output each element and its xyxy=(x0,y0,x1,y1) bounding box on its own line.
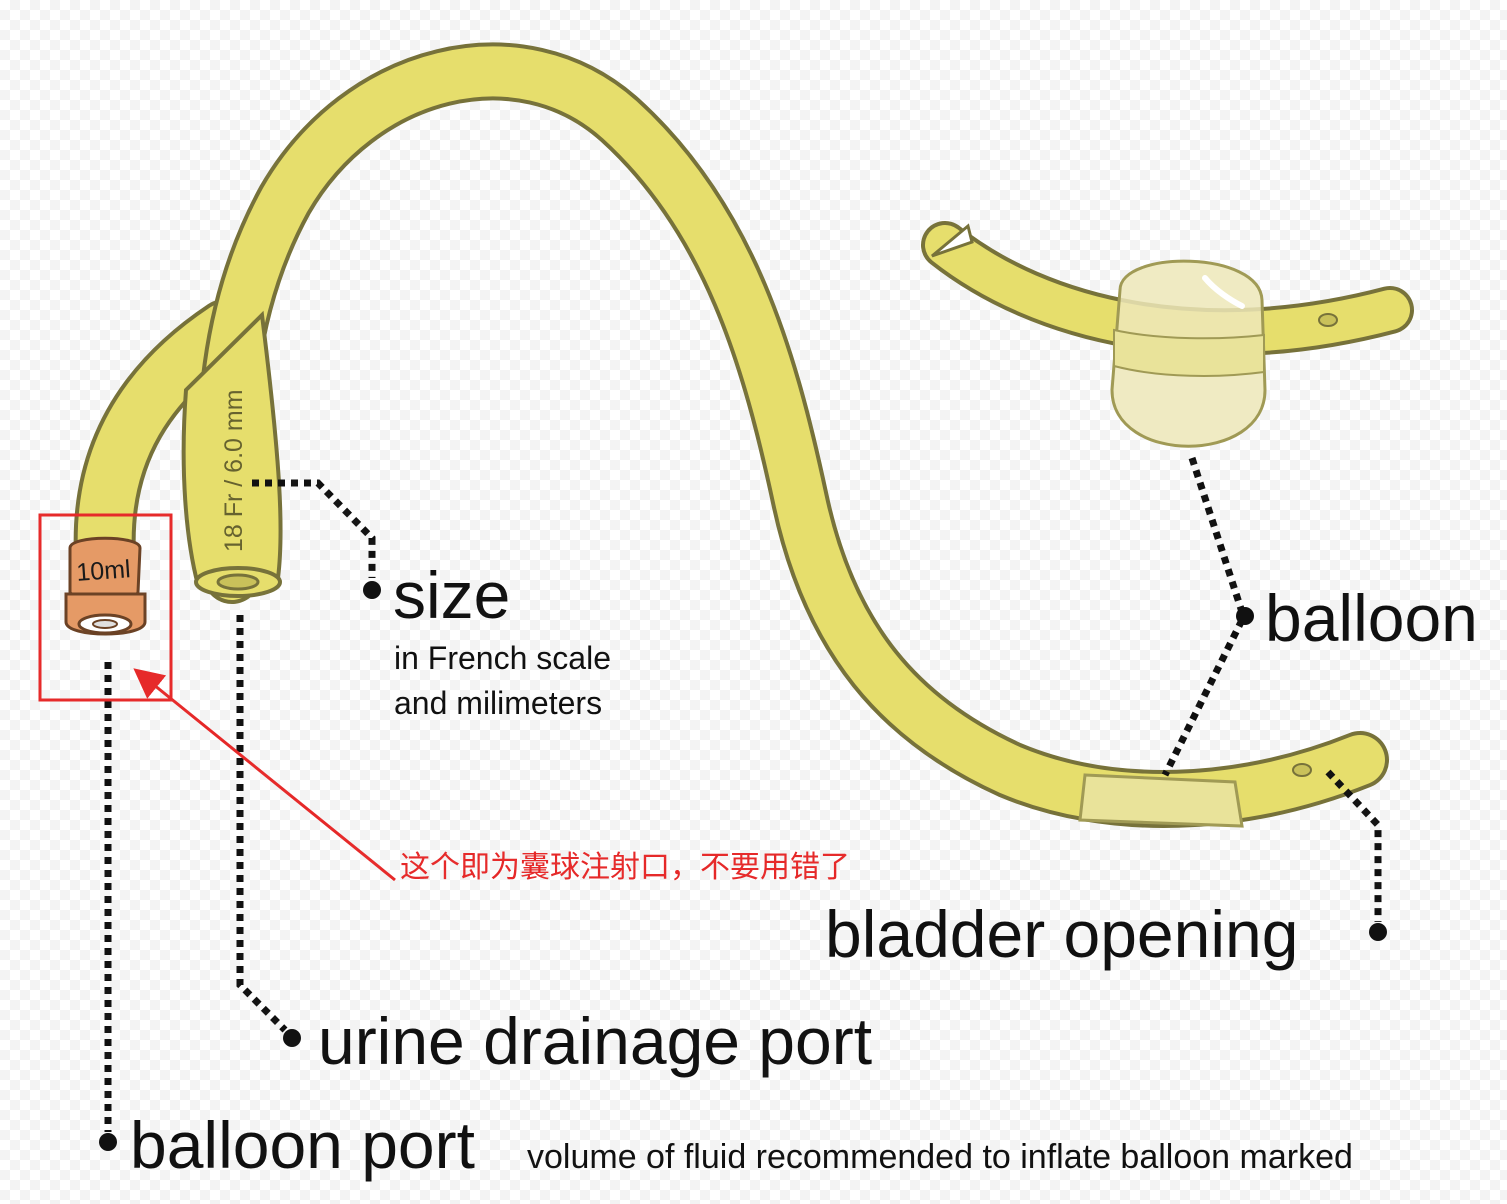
leader-lines xyxy=(104,456,1382,1132)
bladder-opening-dot xyxy=(1369,923,1387,941)
urine-drainage-port-end: 18 Fr / 6.0 mm xyxy=(181,310,283,598)
balloon-port-arm xyxy=(73,299,256,586)
leader-dots xyxy=(99,581,1387,1151)
size-sublabel-2: and milimeters xyxy=(394,685,603,721)
valve-volume-marking: 10ml xyxy=(75,555,131,587)
bladder-opening-label: bladder opening xyxy=(825,897,1299,971)
highlight-box xyxy=(38,513,173,702)
size-leader xyxy=(252,479,376,578)
balloon-port-dot xyxy=(99,1133,117,1151)
balloon-inset xyxy=(921,221,1414,448)
urine-drainage-leader xyxy=(236,615,288,1033)
balloon-label: balloon xyxy=(1265,581,1478,655)
size-dot xyxy=(363,581,381,599)
size-sublabel-1: in French scale xyxy=(394,640,611,676)
catheter-tube xyxy=(196,42,1389,828)
size-label: size xyxy=(393,558,511,632)
annotation-arrow xyxy=(133,668,396,882)
balloon-leader-upper xyxy=(1188,456,1246,614)
balloon-port-valve: 10ml xyxy=(64,536,147,636)
balloon-port-label: balloon port xyxy=(130,1108,475,1182)
balloon-dot xyxy=(1236,607,1254,625)
balloon-port-note: volume of fluid recommended to inflate b… xyxy=(527,1138,1353,1176)
deflated-balloon-band xyxy=(1078,773,1244,828)
red-annotation xyxy=(38,513,396,882)
bladder-opening-tip xyxy=(1078,763,1312,828)
urine-drainage-port-label: urine drainage port xyxy=(318,1004,873,1078)
annotation-text: 这个即为囊球注射口，不要用错了 xyxy=(400,850,850,885)
balloon-leader-lower xyxy=(1161,618,1246,777)
urine-drainage-dot xyxy=(283,1029,301,1047)
size-marking: 18 Fr / 6.0 mm xyxy=(220,389,248,552)
